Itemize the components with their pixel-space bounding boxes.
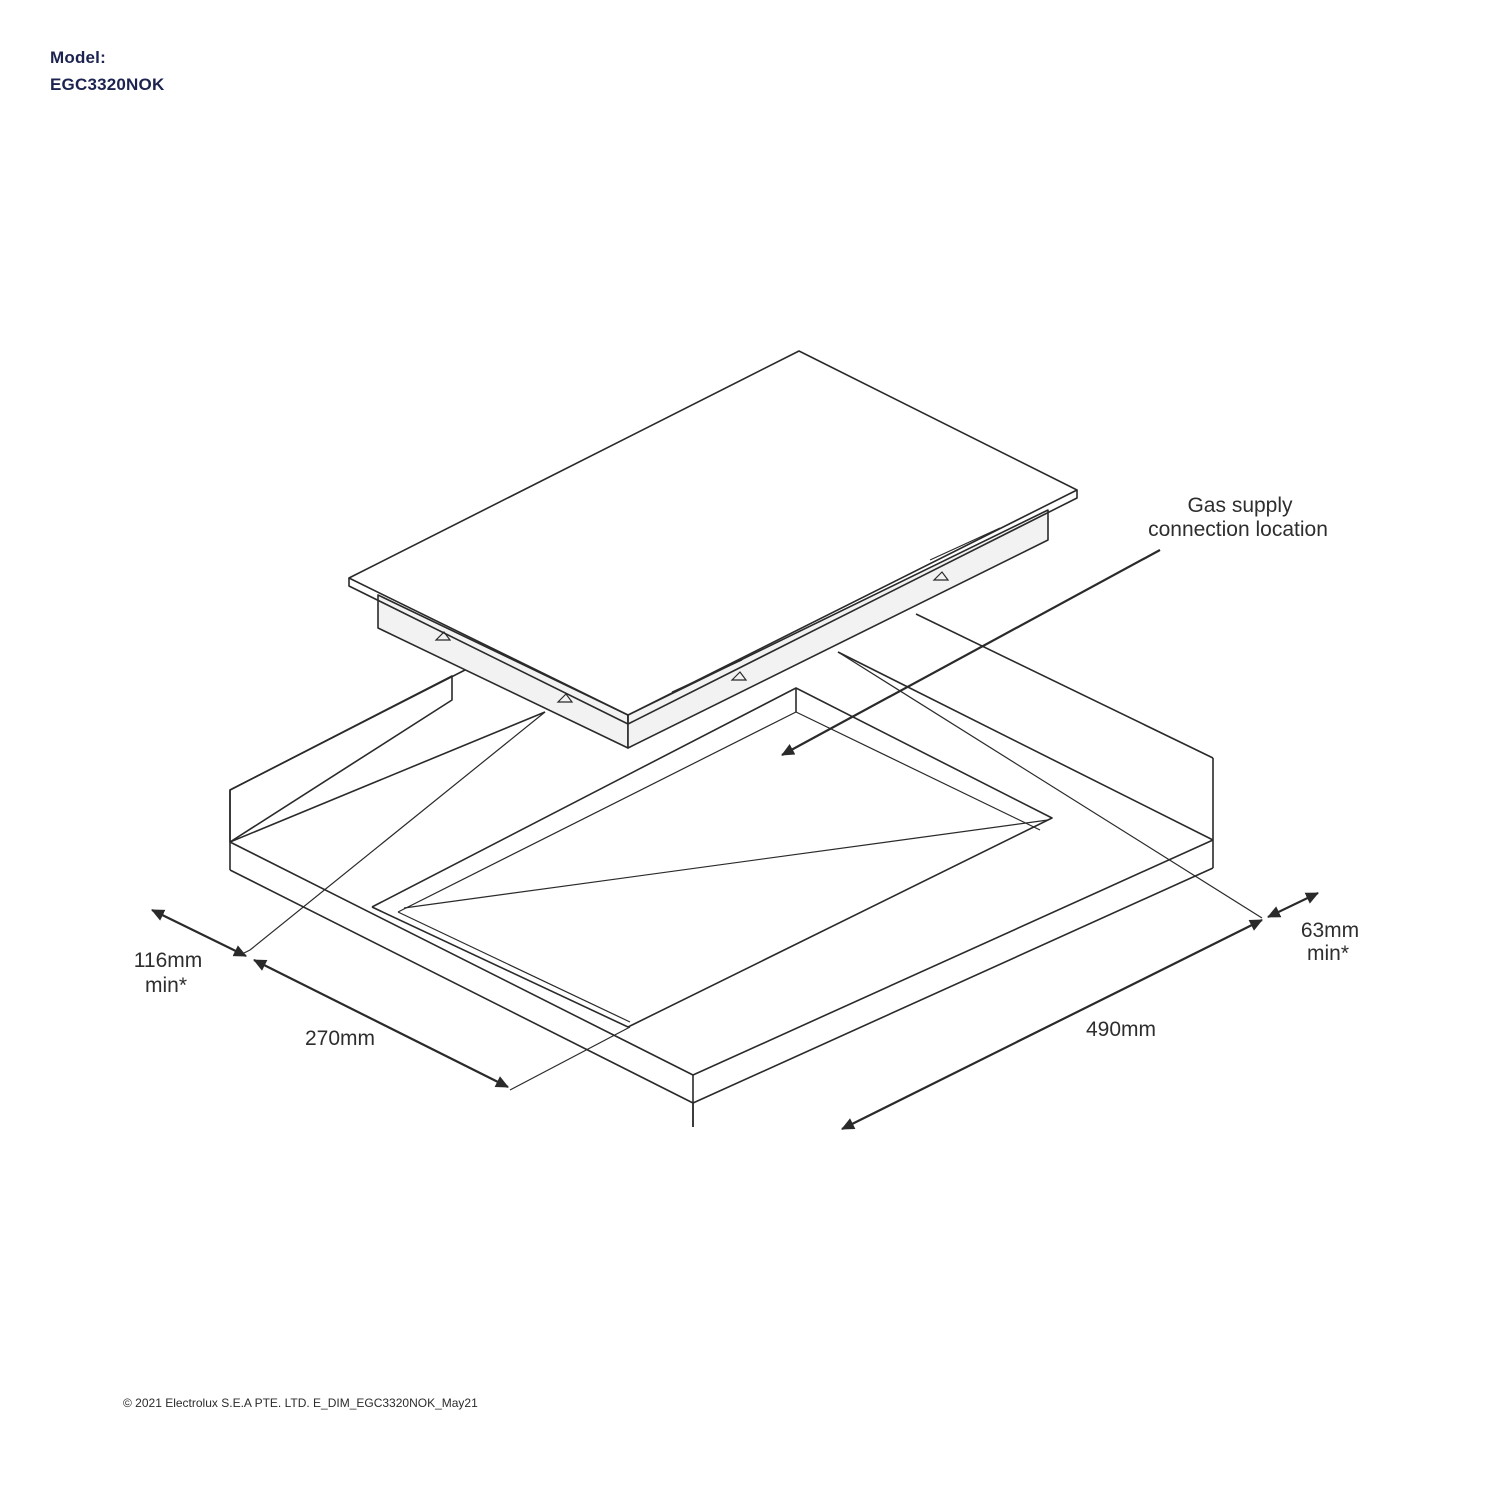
projection-left-back	[249, 711, 546, 951]
projection-left-front	[509, 1026, 631, 1091]
gas-supply-label-line2: connection location	[1148, 518, 1328, 541]
mounting-clip-icon	[932, 571, 950, 581]
back-wall-bottom-edge	[229, 711, 546, 843]
projection-right-back	[837, 651, 1263, 919]
projection-lines	[239, 651, 1263, 1091]
hob-control-strip-front	[671, 659, 743, 693]
gas-supply-label-line1: Gas supply	[1187, 494, 1293, 517]
cutout-inner-back	[397, 711, 797, 913]
slab-bottom-edges	[229, 867, 1214, 1104]
dim-63-value: 63mm	[1301, 919, 1359, 942]
countertop	[229, 613, 1214, 1127]
copyright-footer: © 2021 Electrolux S.E.A PTE. LTD. E_DIM_…	[123, 1396, 478, 1410]
hob-control-strip-right	[929, 527, 1001, 561]
dim-490-value: 490mm	[1086, 1018, 1156, 1041]
dim-116-value: 116mm	[134, 949, 202, 972]
model-code: EGC3320NOK	[50, 75, 165, 94]
gas-supply-arrow	[781, 549, 1161, 756]
mounting-clip-icon	[556, 693, 574, 703]
cutout-far-edge	[403, 819, 1049, 909]
slab-top-front-edges	[229, 839, 1214, 1076]
hob-unit	[348, 350, 1078, 749]
dim-270-value: 270mm	[305, 1027, 375, 1050]
mounting-clip-icon	[434, 631, 452, 641]
hob-body-right	[627, 509, 1049, 749]
model-label: Model:	[50, 48, 106, 67]
cutout-inner-right	[795, 711, 1041, 831]
dim-63-note: min*	[1307, 942, 1349, 965]
dim-63-arrow	[1267, 892, 1319, 918]
right-wall-top-edge	[915, 613, 1214, 759]
gas-supply-callout: Gas supply connection location	[781, 494, 1328, 756]
dim-116-note: min*	[145, 974, 187, 997]
cutout-inner-front	[397, 911, 631, 1023]
back-wall-top-edge	[229, 669, 466, 791]
dimensions: 116mm min* 270mm 490mm 63mm min*	[134, 892, 1359, 1130]
mounting-clip-icon	[730, 671, 748, 681]
right-wall-bottom-edge	[837, 651, 1214, 841]
cutout-front-edge	[371, 906, 629, 1028]
cutout-outline	[371, 687, 1053, 1028]
back-left-wall	[229, 675, 453, 843]
dim-490-arrow	[841, 919, 1263, 1130]
dim-270-arrow	[253, 959, 509, 1088]
dim-116-arrow	[151, 909, 247, 957]
